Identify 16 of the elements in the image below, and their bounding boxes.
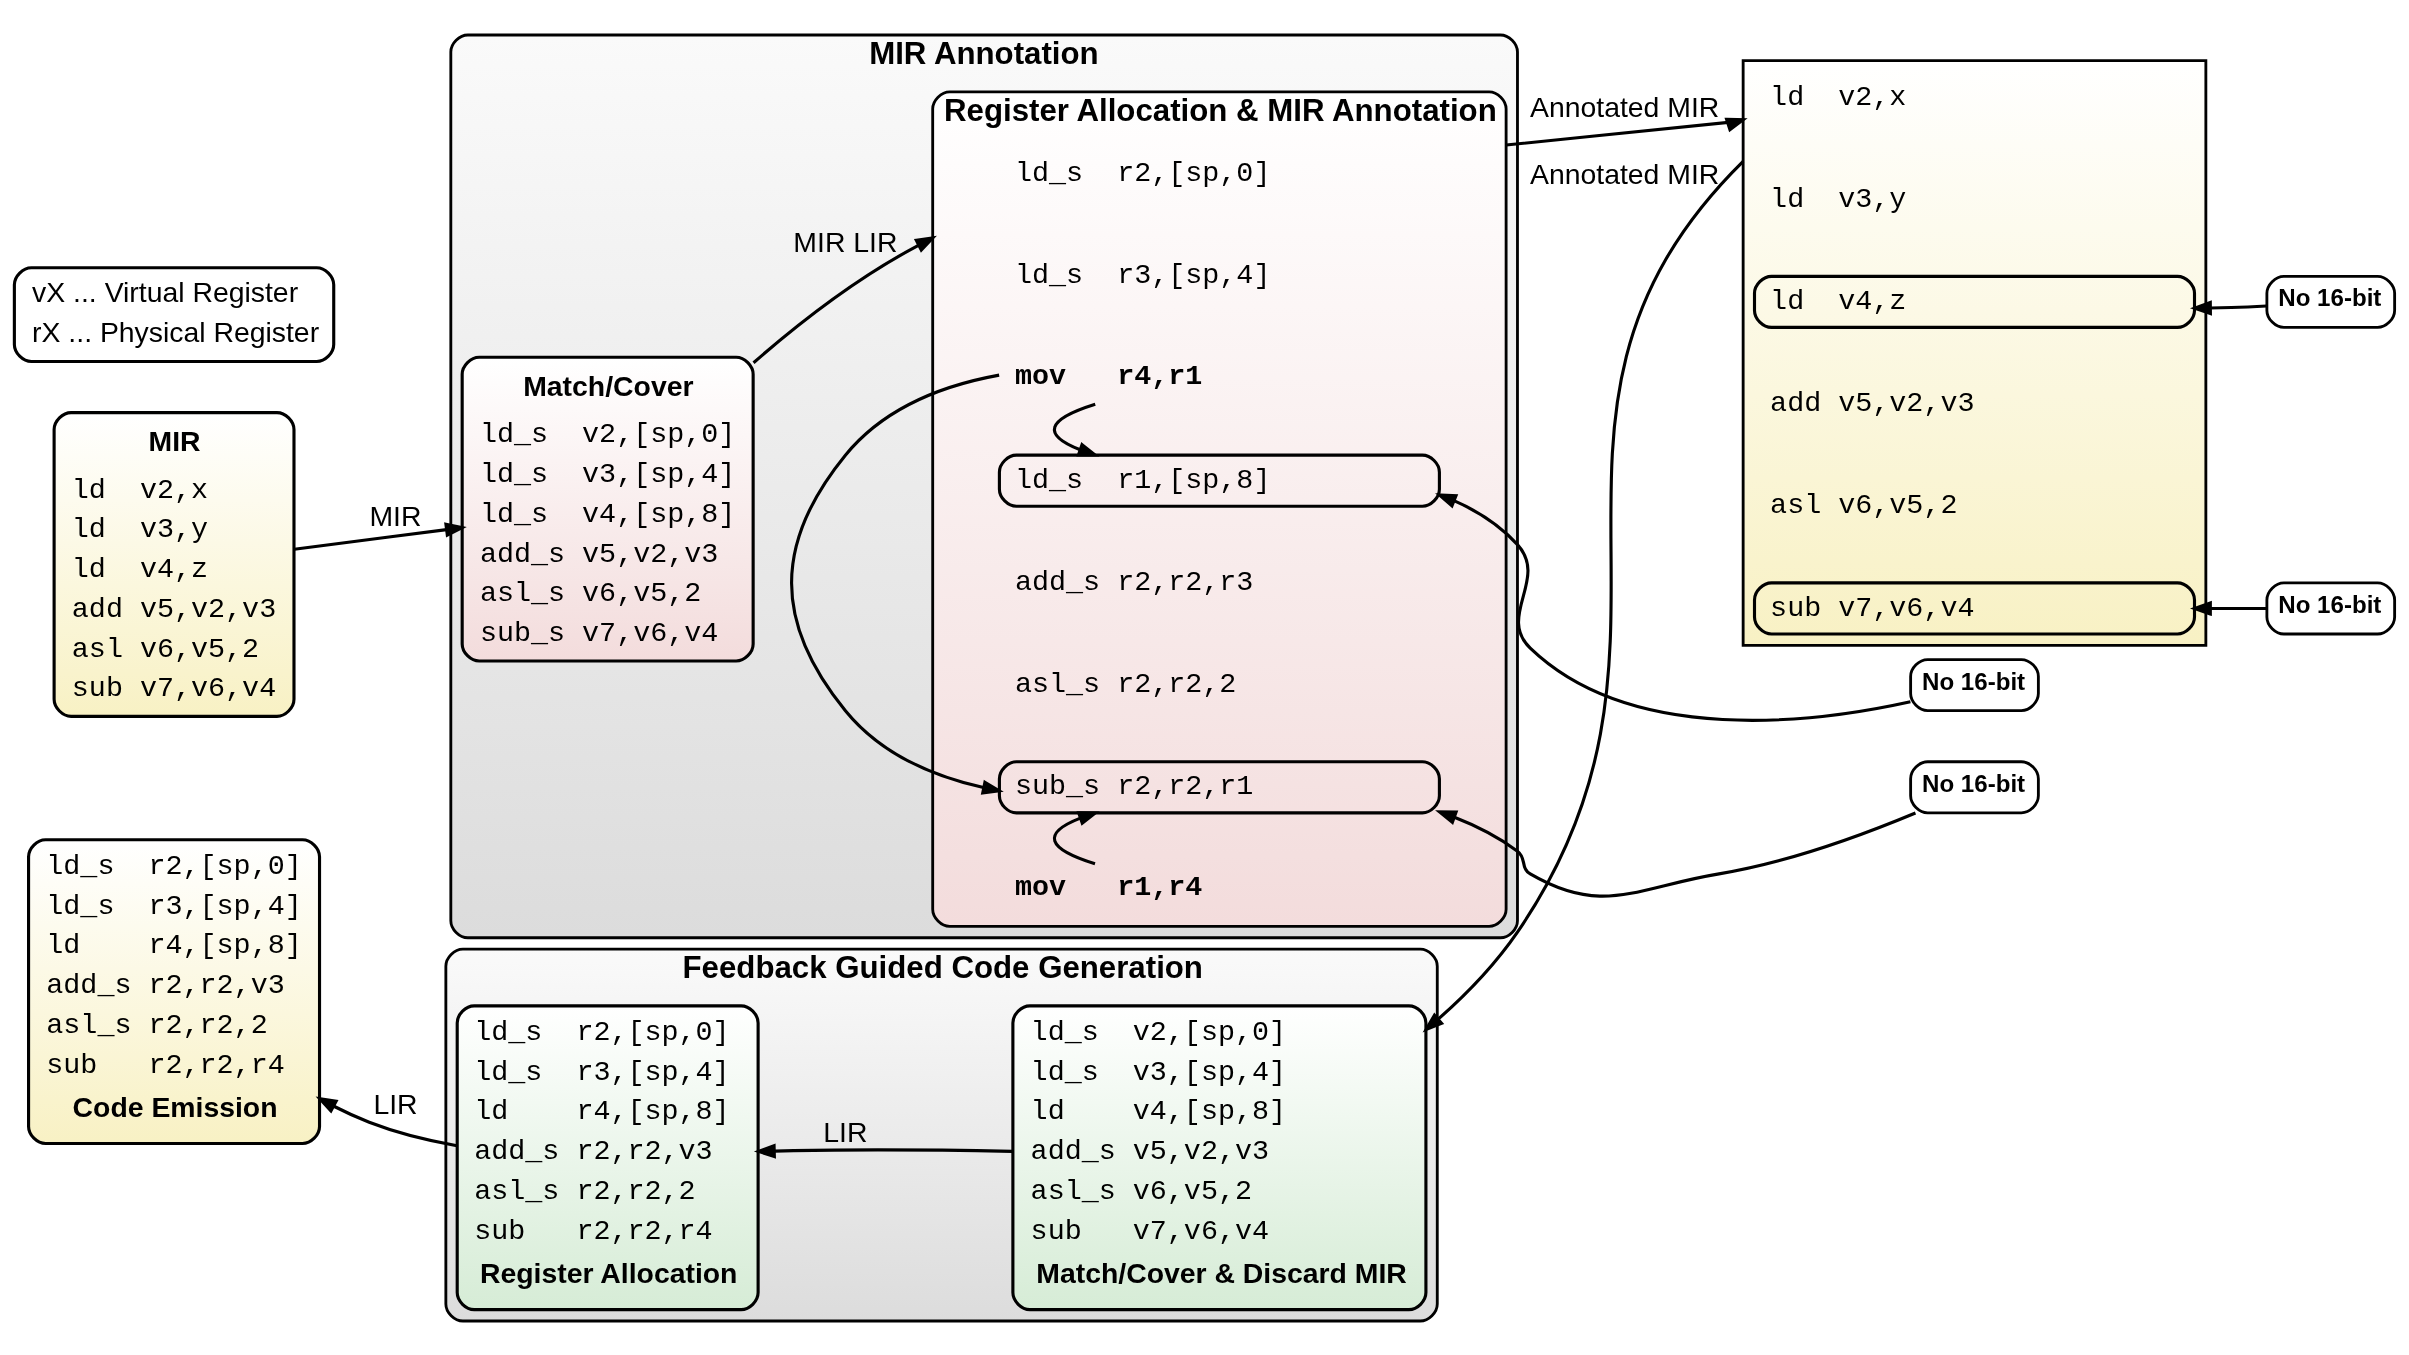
node-text: add v5,v2,v3 (1770, 386, 1975, 420)
edge-label: LIR (373, 1087, 418, 1120)
edge-label: Annotated MIR (1529, 90, 1720, 123)
node-text: mov r1,r4 (1015, 870, 1203, 904)
edge-label: LIR (823, 1115, 868, 1148)
node-text: ld_s r2,[sp,0] (1015, 156, 1271, 190)
node-text: mov r4,r1 (1015, 359, 1203, 393)
node-text: ld_s r3,[sp,4] (1015, 258, 1271, 292)
node-text: add_s r2,r2,r3 (1015, 565, 1254, 599)
edge-label: Annotated MIR (1529, 157, 1720, 190)
edge-label: MIR (369, 499, 422, 532)
edge-label: MIR LIR (793, 225, 898, 258)
node-text: asl_s r2,r2,2 (1015, 667, 1237, 701)
node-text: ld v2,x (1770, 80, 1907, 114)
node-text: ld v3,y (1770, 182, 1907, 216)
node-text: asl v6,v5,2 (1770, 488, 1958, 522)
